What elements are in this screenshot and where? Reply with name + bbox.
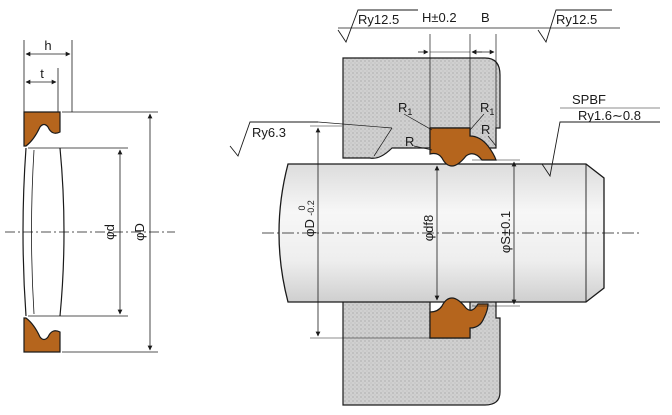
- surface-symbol-shaft: [541, 121, 660, 178]
- surface-symbol-top-left: [337, 9, 418, 43]
- dim-H-label: H±0.2: [422, 10, 457, 25]
- dim-df8-label: φdf8: [421, 215, 436, 242]
- dim-S-label: φS±0.1: [498, 211, 513, 253]
- lower-seal-profile: [23, 317, 61, 353]
- installed-seal-upper: [429, 127, 497, 167]
- ring-inner-edge: [22, 147, 27, 317]
- r1-left-label: R1: [398, 100, 412, 117]
- spbf-label: SPBF: [572, 92, 606, 107]
- dim-h-label: h: [44, 38, 51, 53]
- r1-right-label: R1: [480, 100, 494, 117]
- dim-D-upper-tol: 0: [297, 205, 307, 210]
- installation-view: H±0.2 B Ry12.5 Ry12.5 Ry6.3 SPBF Ry1.6∼0…: [229, 9, 660, 406]
- ry-top-right-label: Ry12.5: [556, 12, 597, 27]
- ry-shaft-label: Ry1.6∼0.8: [578, 108, 641, 123]
- dim-D-main-label: φD: [302, 219, 317, 237]
- surface-symbol-bore: [229, 121, 318, 157]
- ry-bore-label: Ry6.3: [252, 125, 286, 140]
- surface-symbol-top-right: [537, 9, 612, 44]
- installed-seal-lower: [429, 297, 489, 339]
- dim-B-label: B: [481, 10, 490, 25]
- seal-cross-section-view: h t φd φD: [5, 38, 175, 353]
- ring-inner-line: [31, 149, 35, 315]
- r-right-label: R: [481, 122, 490, 137]
- upper-seal-profile: [23, 111, 61, 147]
- ring-outer-edge: [59, 147, 65, 317]
- dim-D-label: φD: [132, 223, 147, 241]
- dim-t-label: t: [40, 66, 44, 81]
- dim-D-lower-tol: -0.2: [306, 200, 316, 216]
- shaft: [278, 163, 605, 303]
- r-left-label: R: [405, 134, 414, 149]
- ry-top-left-label: Ry12.5: [358, 12, 399, 27]
- dim-d-label: φd: [102, 224, 117, 240]
